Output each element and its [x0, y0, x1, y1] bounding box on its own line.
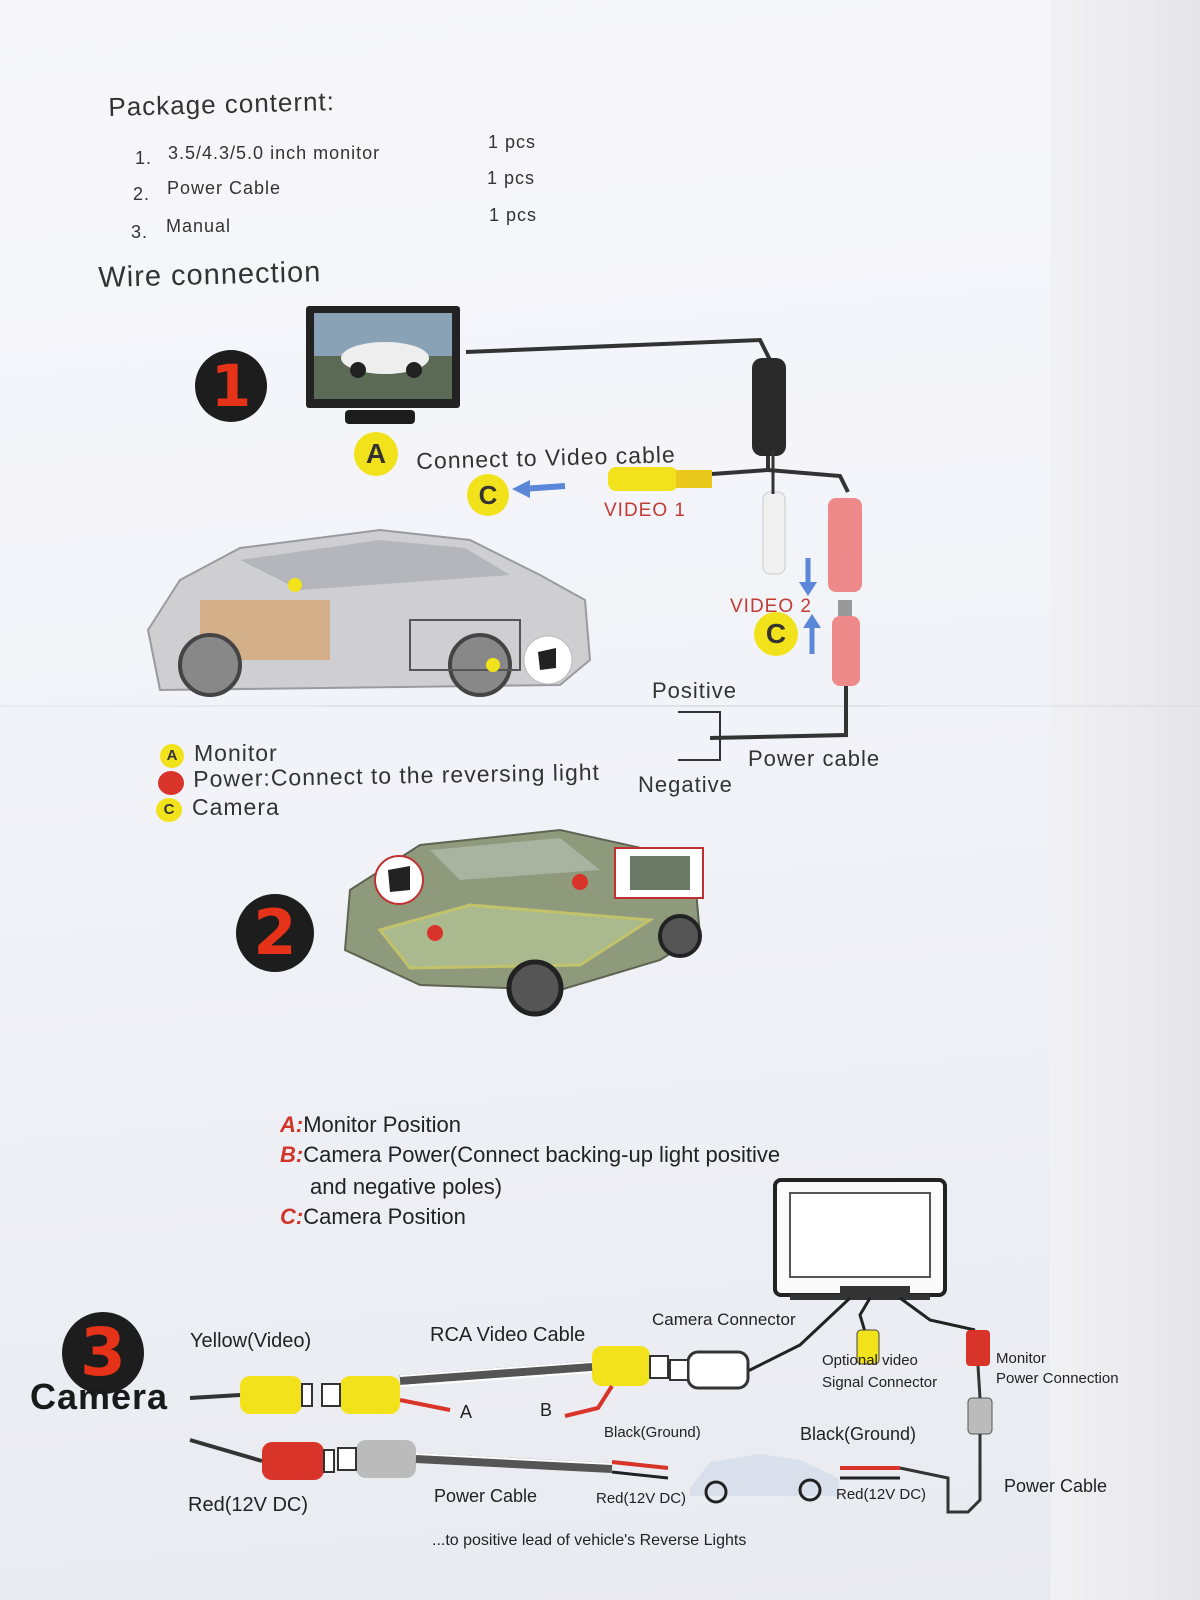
red-rca-connector: [828, 498, 862, 592]
package-item-name: 3.5/4.3/5.0 inch monitor: [168, 143, 381, 163]
monitor-power-label: Monitor: [996, 1350, 1047, 1367]
position-text: Camera Power(Connect backing-up light po…: [303, 1142, 781, 1167]
negative-label: Negative: [638, 772, 733, 797]
power-cable-mid-label: Power Cable: [434, 1486, 538, 1506]
step-3-marker: 3: [62, 1312, 144, 1394]
step-2-marker: 2: [236, 894, 314, 972]
position-text: Monitor Position: [303, 1112, 461, 1137]
monitor-outline: [773, 1178, 947, 1300]
package-item-qty: 1 pcs: [487, 168, 536, 188]
package-item-name: Power Cable: [167, 178, 282, 198]
yellow-video-label: Yellow(Video): [190, 1330, 312, 1352]
position-key: A:: [280, 1112, 304, 1137]
red-12v-right-label: Red(12V DC): [836, 1486, 927, 1503]
paper-fold: [0, 705, 1200, 707]
camera-connector-label: Camera Connector: [652, 1310, 796, 1329]
legend-badge-a: A: [160, 744, 184, 768]
rca-cable-label: RCA Video Cable: [430, 1324, 586, 1346]
background-table: [1050, 0, 1200, 1600]
black-ground-label: Black(Ground): [800, 1424, 917, 1444]
position-line-a: A:Monitor Position: [280, 1112, 461, 1138]
package-item-num: 3.: [131, 222, 149, 242]
badge-c: C: [467, 474, 509, 516]
legend-badge-c: C: [156, 798, 182, 822]
power-connection-label: Power Connection: [996, 1370, 1119, 1387]
cable-junction: [752, 358, 786, 456]
video1-connector: [608, 467, 678, 491]
step-1-marker: 1: [195, 350, 267, 422]
power-cable-label: Power cable: [748, 746, 881, 771]
monitor-illustration: [306, 306, 460, 424]
position-line-b: B:Camera Power(Connect backing-up light …: [280, 1142, 780, 1168]
power-cable-right-label: Power Cable: [1004, 1476, 1108, 1496]
signal-connector-label: Signal Connector: [822, 1374, 938, 1391]
car-overview-illustration: [343, 828, 704, 1017]
car-cutaway-illustration: [146, 528, 592, 697]
position-text: and negative poles): [310, 1174, 503, 1199]
position-line-c: C:Camera Position: [280, 1204, 466, 1230]
position-key: C:: [280, 1204, 304, 1229]
footer-note: ...to positive lead of vehicle's Reverse…: [432, 1532, 747, 1549]
badge-a: A: [354, 432, 398, 476]
video2-label: VIDEO 2: [730, 596, 812, 617]
camera-title: Camera: [30, 1376, 169, 1417]
badge-c: C: [754, 612, 798, 656]
video1-label: VIDEO 1: [604, 500, 686, 521]
legend-badge-b: B: [158, 771, 184, 795]
red-12v-left-label: Red(12V DC): [188, 1494, 309, 1516]
red-12v-mid-label: Red(12V DC): [596, 1490, 687, 1507]
position-text: Camera Position: [303, 1204, 466, 1229]
package-item-name: Manual: [166, 216, 232, 236]
label-a: A: [460, 1402, 473, 1422]
positive-label: Positive: [652, 678, 738, 703]
package-item-qty: 1 pcs: [488, 132, 537, 152]
legend-monitor: Monitor: [194, 740, 278, 766]
optional-video-label: Optional video: [822, 1352, 918, 1369]
legend-camera: Camera: [192, 794, 280, 820]
package-item-num: 2.: [133, 184, 151, 204]
position-line-b-cont: and negative poles): [310, 1174, 502, 1200]
package-item-num: 1.: [135, 148, 153, 168]
position-key: B:: [280, 1142, 304, 1167]
black-ground-label: Black(Ground): [604, 1424, 701, 1441]
label-b: B: [540, 1400, 553, 1420]
package-item-qty: 1 pcs: [489, 205, 538, 225]
